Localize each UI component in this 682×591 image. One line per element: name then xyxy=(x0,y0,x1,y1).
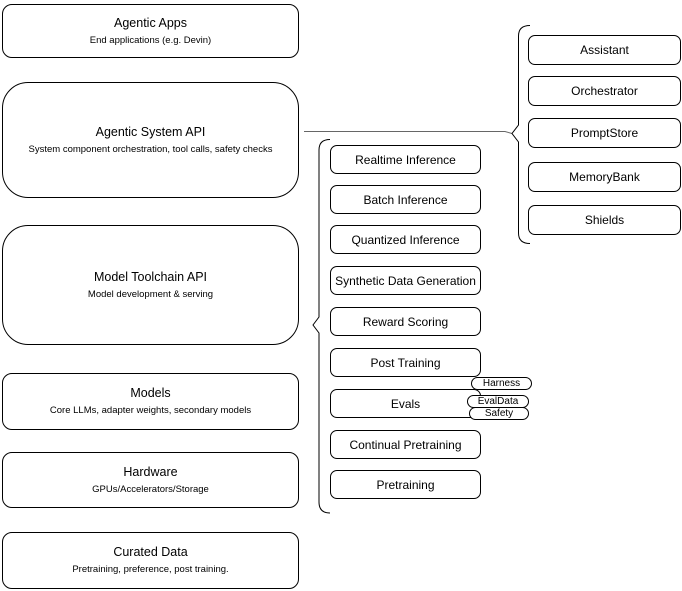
layer-title: Models xyxy=(130,386,171,400)
system-api-connector-line xyxy=(304,131,513,134)
component-orchestrator: Orchestrator xyxy=(528,76,681,106)
eval-tag-harness: Harness xyxy=(471,377,532,390)
layer-subtitle: End applications (e.g. Devin) xyxy=(89,34,212,46)
layer-title: Agentic System API xyxy=(95,124,206,139)
layer-title: Agentic Apps xyxy=(114,15,187,30)
layer-title: Model Toolchain API xyxy=(93,269,208,284)
layer-curated-data: Curated Data Pretraining, preference, po… xyxy=(2,532,299,589)
layer-title: Hardware xyxy=(123,464,178,479)
layer-title: Curated Data xyxy=(113,545,188,559)
toolchain-brace xyxy=(312,139,331,514)
service-continual-pretraining: Continual Pretraining xyxy=(330,430,481,459)
layer-models: Models Core LLMs, adapter weights, secon… xyxy=(2,373,299,430)
system-components-brace xyxy=(511,25,531,244)
layer-subtitle: GPUs/Accelerators/Storage xyxy=(92,483,209,495)
service-realtime-inference: Realtime Inference xyxy=(330,145,481,174)
layer-model-toolchain-api: Model Toolchain API Model development & … xyxy=(2,225,299,345)
service-reward-scoring: Reward Scoring xyxy=(330,307,481,336)
eval-tag-safety: Safety xyxy=(469,407,529,420)
layer-subtitle: Pretraining, preference, post training. xyxy=(72,564,229,575)
service-quantized-inference: Quantized Inference xyxy=(330,225,481,254)
layer-subtitle: Model development & serving xyxy=(87,288,214,300)
component-promptstore: PromptStore xyxy=(528,118,681,148)
service-batch-inference: Batch Inference xyxy=(330,185,481,214)
layer-agentic-system-api: Agentic System API System component orch… xyxy=(2,82,299,198)
layer-hardware: Hardware GPUs/Accelerators/Storage xyxy=(2,452,299,508)
component-memorybank: MemoryBank xyxy=(528,162,681,192)
layer-subtitle: Core LLMs, adapter weights, secondary mo… xyxy=(49,405,252,416)
layer-agentic-apps: Agentic Apps End applications (e.g. Devi… xyxy=(2,4,299,58)
layer-subtitle: System component orchestration, tool cal… xyxy=(28,143,273,155)
component-assistant: Assistant xyxy=(528,35,681,65)
service-evals: Evals xyxy=(330,389,481,418)
service-synthetic-data-generation: Synthetic Data Generation xyxy=(330,266,481,295)
component-shields: Shields xyxy=(528,205,681,235)
service-post-training: Post Training xyxy=(330,348,481,377)
service-pretraining: Pretraining xyxy=(330,470,481,499)
